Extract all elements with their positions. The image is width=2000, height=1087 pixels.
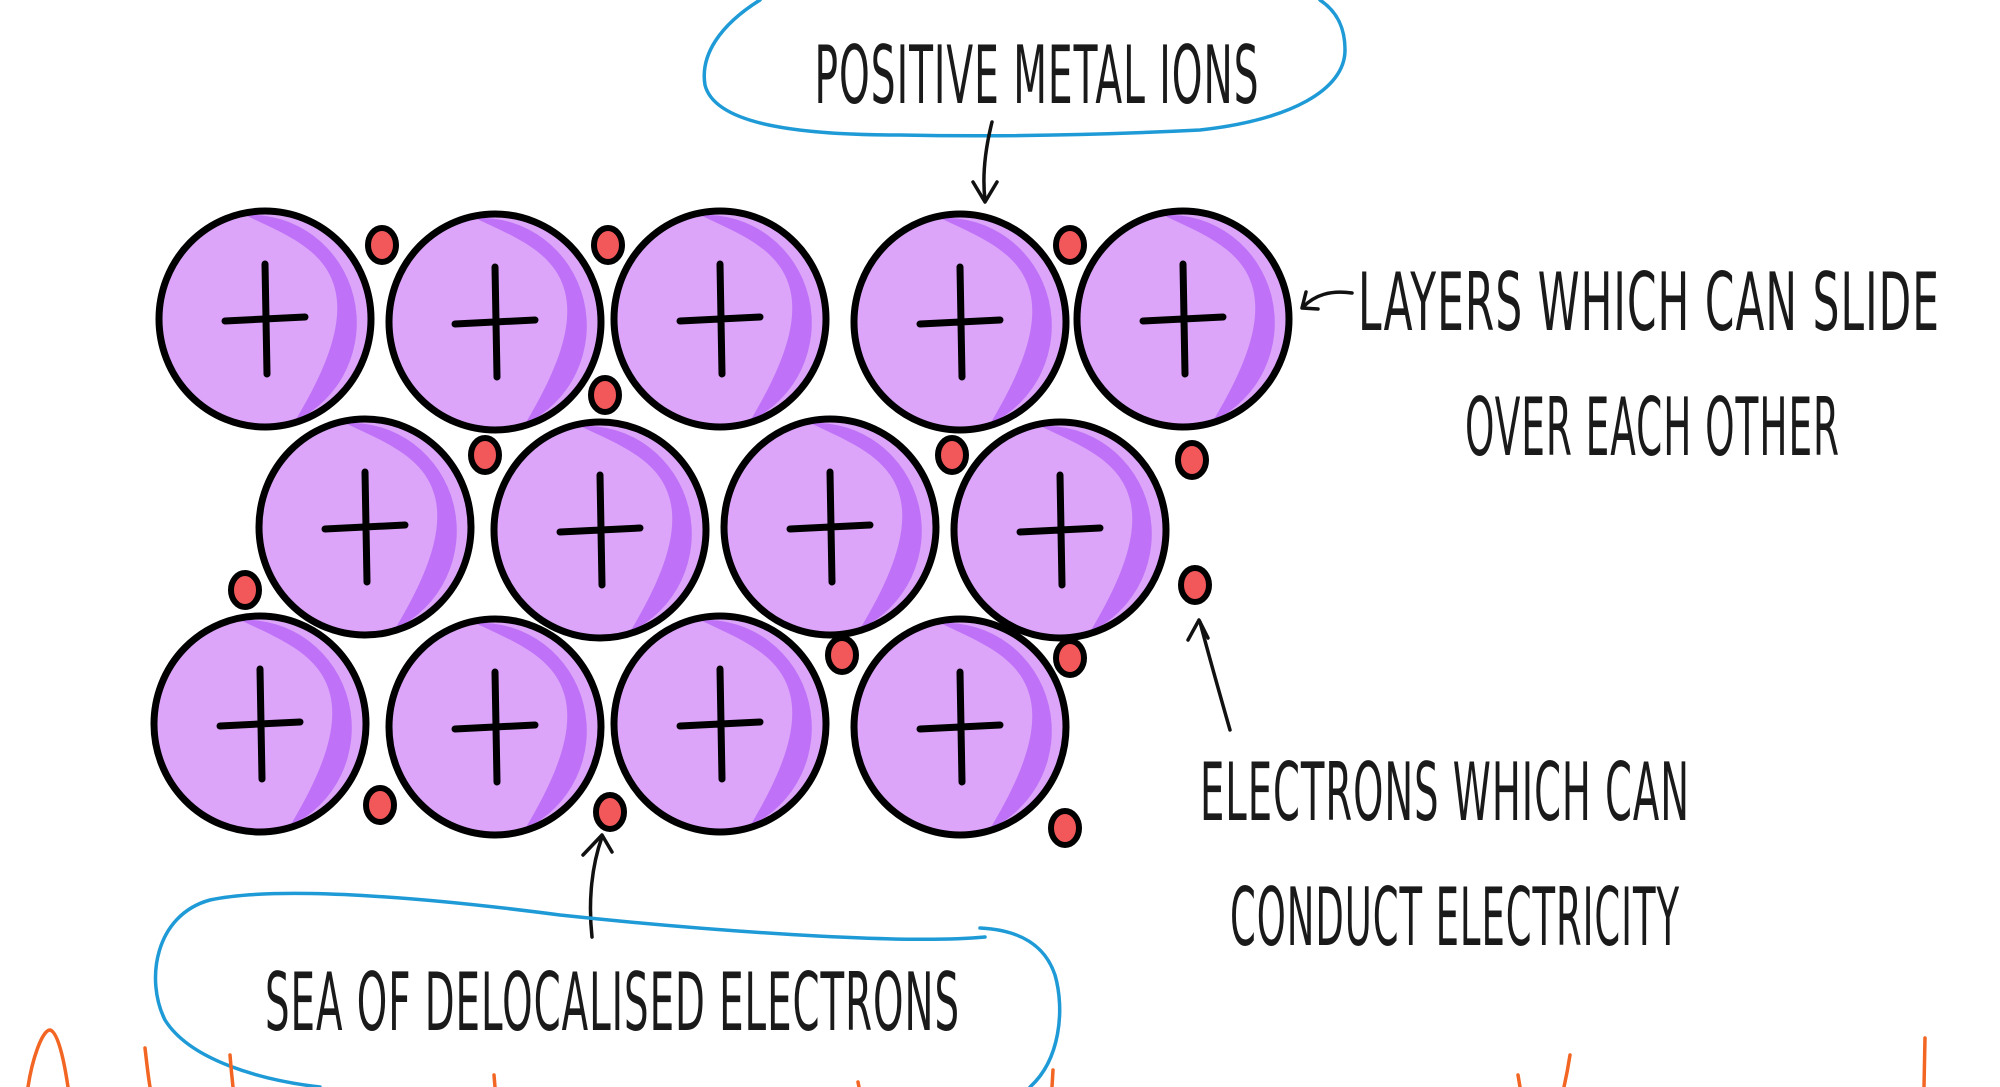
electron xyxy=(363,785,397,825)
ion-outline xyxy=(850,615,1070,839)
electron xyxy=(593,792,627,832)
positive-ion xyxy=(255,415,475,639)
positive-ion xyxy=(850,615,1070,839)
layers-arrow xyxy=(1300,290,1354,311)
ion-outline xyxy=(150,612,370,836)
positive-ion xyxy=(385,210,605,434)
positive-ion xyxy=(720,415,940,639)
positive-ion xyxy=(155,207,375,431)
electrons-label-line2: CONDUCT ELECTRICITY xyxy=(1230,871,1680,964)
ion-shading xyxy=(1040,425,1152,632)
positive-ion xyxy=(850,210,1070,434)
plus-sign-icon xyxy=(451,668,539,786)
plus-sign-icon xyxy=(1016,471,1104,589)
ion-outline xyxy=(610,207,830,431)
ion-shading xyxy=(240,619,352,826)
sea-electrons-arrow xyxy=(581,833,614,939)
ion-outline xyxy=(950,418,1170,642)
ion-outline xyxy=(255,415,475,639)
electron xyxy=(1175,440,1209,480)
positive-ion xyxy=(950,418,1170,642)
plus-sign-icon xyxy=(676,260,764,378)
ion-shading xyxy=(810,422,922,629)
positive-ion xyxy=(150,612,370,836)
ion-outline xyxy=(1073,207,1293,431)
ion-outline xyxy=(720,415,940,639)
plus-sign-icon xyxy=(556,471,644,589)
ion-outline xyxy=(155,207,375,431)
ion-lattice xyxy=(150,207,1293,839)
plus-sign-icon xyxy=(916,263,1004,381)
electron xyxy=(1048,808,1082,848)
electron xyxy=(365,225,399,265)
plus-sign-icon xyxy=(786,468,874,586)
ion-shading xyxy=(475,622,587,829)
plus-sign-icon xyxy=(676,665,764,783)
ion-shading xyxy=(1163,214,1275,421)
positive-ion xyxy=(1073,207,1293,431)
positive-ions-callout xyxy=(702,0,1347,138)
middle-row xyxy=(255,415,1170,642)
electron xyxy=(1053,225,1087,265)
electron xyxy=(468,435,502,475)
ion-outline xyxy=(610,612,830,836)
ion-shading xyxy=(940,217,1052,424)
positive-ions-arrow xyxy=(971,120,999,204)
positive-ion xyxy=(490,418,710,642)
electron xyxy=(935,435,969,475)
electron xyxy=(825,635,859,675)
electrons-label-line1: ELECTRONS WHICH CAN xyxy=(1200,746,1690,839)
positive-ion xyxy=(385,615,605,839)
layers-label-line2: OVER EACH OTHER xyxy=(1465,381,1840,474)
ion-outline xyxy=(850,210,1070,434)
plus-sign-icon xyxy=(321,468,409,586)
layers-label-line1: LAYERS WHICH CAN SLIDE xyxy=(1358,256,1940,349)
ion-outline xyxy=(490,418,710,642)
positive-ion xyxy=(610,207,830,431)
top-row xyxy=(155,207,1293,434)
ion-shading xyxy=(700,619,812,826)
positive-ion xyxy=(610,612,830,836)
bottom-row xyxy=(150,612,1070,839)
ion-shading xyxy=(580,425,692,632)
electron xyxy=(1178,565,1212,605)
electron xyxy=(591,225,625,265)
electron xyxy=(228,570,262,610)
plus-sign-icon xyxy=(451,263,539,381)
plus-sign-icon xyxy=(216,665,304,783)
electron-sea xyxy=(228,225,1212,848)
handwriting-fragments xyxy=(26,1028,1927,1087)
electron xyxy=(1053,638,1087,678)
sea-of-electrons-label: SEA OF DELOCALISED ELECTRONS xyxy=(265,956,960,1049)
plus-sign-icon xyxy=(221,260,309,378)
ion-shading xyxy=(475,217,587,424)
electron xyxy=(588,375,622,415)
ion-shading xyxy=(700,214,812,421)
positive-metal-ions-label: POSITIVE METAL IONS xyxy=(815,29,1260,122)
electrons-conduct-arrow xyxy=(1186,618,1232,732)
plus-sign-icon xyxy=(1139,260,1227,378)
ion-outline xyxy=(385,210,605,434)
sea-electrons-callout xyxy=(153,891,1062,1087)
plus-sign-icon xyxy=(916,668,1004,786)
ion-shading xyxy=(345,422,457,629)
ion-outline xyxy=(385,615,605,839)
ion-shading xyxy=(940,622,1052,829)
ion-shading xyxy=(245,214,357,421)
